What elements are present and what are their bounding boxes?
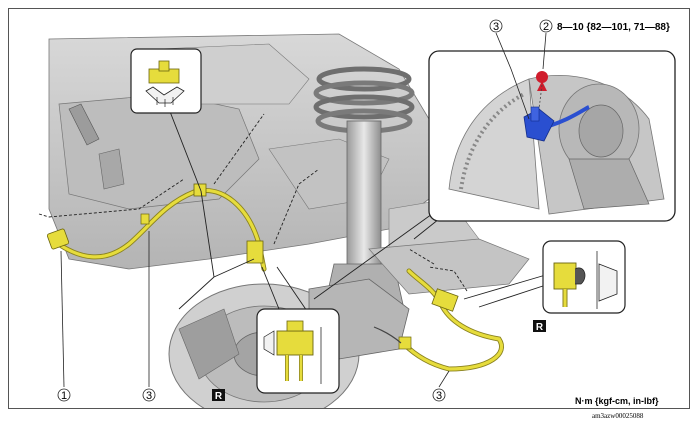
callout-3-left: 3: [142, 388, 156, 402]
svg-text:R: R: [536, 322, 544, 333]
chassis-body: [48, 33, 480, 270]
reuse-r-icon: [533, 320, 546, 332]
svg-text:3: 3: [436, 390, 442, 402]
solid-leaders: [168, 108, 550, 315]
torque-wrench-icon: [536, 71, 548, 83]
reuse-r-icon: [212, 389, 225, 401]
dashed-leaders: [38, 113, 468, 292]
callout-1: 1: [57, 388, 71, 402]
svg-text:R: R: [215, 391, 223, 402]
torque-units: N·m {kgf-cm, in-lbf}: [575, 396, 659, 406]
abs-wheel-speed-sensor-diagram: 1 3 R 3 R 3 2 8—10 {82—101, 71—88}: [38, 19, 676, 408]
callout-2-inset: 2: [539, 19, 553, 33]
svg-text:2: 2: [543, 21, 549, 33]
connector-clip-inset: [256, 308, 340, 394]
svg-text:3: 3: [493, 21, 499, 33]
reuse-mark-right: R: [533, 320, 546, 333]
bracket-clip-inset: [542, 240, 626, 314]
sensor-harness-left: [46, 183, 267, 272]
figure-id: am3azw00025088: [592, 412, 644, 420]
clip-detail-inset: [130, 48, 202, 114]
svg-text:3: 3: [146, 390, 152, 402]
svg-text:1: 1: [61, 390, 67, 402]
torque-spec: 8—10 {82—101, 71—88}: [557, 22, 670, 33]
sensor-harness-right: [373, 268, 504, 372]
reuse-mark-left: R: [212, 389, 225, 402]
sensor-closeup-inset: [428, 32, 676, 222]
diagram-frame: 1 3 R 3 R 3 2 8—10 {82—101, 71—88}: [8, 8, 690, 409]
callout-3-inset: 3: [489, 19, 503, 33]
callout-leaders: [60, 231, 450, 388]
callout-3-right: 3: [432, 388, 446, 402]
